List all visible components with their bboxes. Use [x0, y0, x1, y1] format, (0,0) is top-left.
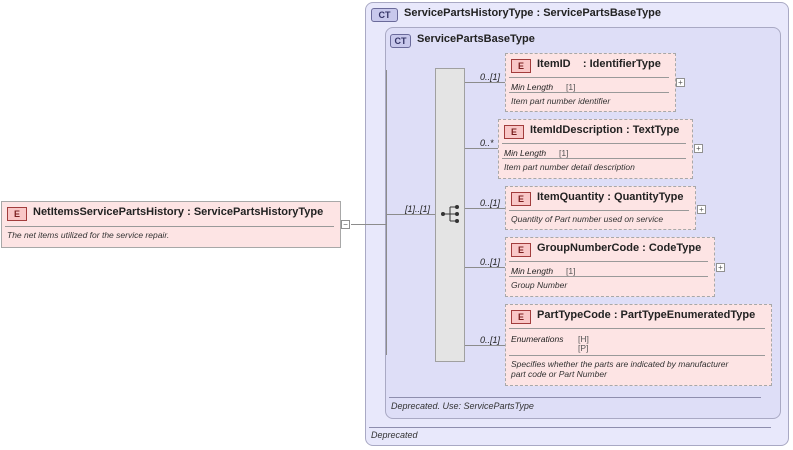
- root-element-divider: [5, 226, 334, 227]
- enumeration-value: [H]: [578, 334, 589, 344]
- element-divider: [509, 210, 689, 211]
- child-element-title: ItemID : IdentifierType: [537, 58, 661, 70]
- child-annotation: Quantity of Part number used on service: [511, 214, 664, 224]
- facet-label: Min Length: [504, 148, 547, 158]
- child-cardinality: 0..[1]: [480, 335, 501, 345]
- complex-type-badge: CT: [371, 8, 398, 22]
- element-divider: [509, 355, 765, 356]
- facet-label: Enumerations: [511, 334, 564, 344]
- child-element-item-id-description[interactable]: [498, 119, 693, 179]
- facet-value: [1]: [566, 266, 576, 276]
- root-element-annotation: The net items utilized for the service r…: [7, 230, 170, 240]
- connector-line: [465, 208, 505, 209]
- element-badge: E: [511, 243, 531, 257]
- inner-footer-text: Deprecated. Use: ServicePartsType: [391, 401, 534, 411]
- child-element-group-number-code[interactable]: [505, 237, 715, 297]
- child-annotation-line: Specifies whether the parts are indicate…: [511, 359, 729, 369]
- expand-toggle-icon[interactable]: +: [676, 78, 685, 87]
- connector-line: [465, 267, 505, 268]
- element-divider: [509, 261, 708, 262]
- element-badge: E: [511, 59, 531, 73]
- collapse-toggle-icon[interactable]: −: [341, 220, 350, 229]
- expand-toggle-icon[interactable]: +: [694, 144, 703, 153]
- element-badge: E: [504, 125, 524, 139]
- inner-type-badge: CT: [390, 34, 411, 48]
- connector-line: [465, 82, 505, 83]
- element-divider: [509, 92, 669, 93]
- facet-value: [1]: [559, 148, 569, 158]
- facet-label: Min Length: [511, 82, 554, 92]
- root-element-title: NetItemsServicePartsHistory : ServicePar…: [33, 206, 324, 218]
- child-element-item-id[interactable]: [505, 53, 676, 112]
- inner-footer-divider: [389, 397, 761, 398]
- connector-line: [351, 224, 386, 225]
- child-element-title: ItemQuantity : QuantityType: [537, 191, 684, 203]
- child-cardinality: 0..[1]: [480, 257, 501, 267]
- child-annotation: Item part number detail description: [504, 162, 635, 172]
- connector-line: [386, 70, 387, 355]
- child-element-title: GroupNumberCode : CodeType: [537, 242, 702, 254]
- element-divider: [509, 77, 669, 78]
- enumeration-value: [P]: [578, 343, 589, 353]
- element-divider: [509, 328, 765, 329]
- facet-label: Min Length: [511, 266, 554, 276]
- child-cardinality: 0..[1]: [480, 72, 501, 82]
- root-cardinality: [1]..[1]: [405, 204, 431, 214]
- child-element-title: ItemIdDescription : TextType: [530, 124, 680, 136]
- element-badge: E: [7, 207, 27, 221]
- outer-footer-text: Deprecated: [371, 430, 418, 440]
- child-element-title: PartTypeCode : PartTypeEnumeratedType: [537, 309, 756, 321]
- connector-line: [465, 148, 498, 149]
- child-cardinality: 0..[1]: [480, 198, 501, 208]
- inner-type-title: ServicePartsBaseType: [417, 33, 535, 45]
- element-divider: [509, 276, 708, 277]
- facet-value: [1]: [566, 82, 576, 92]
- child-annotation: Group Number: [511, 280, 568, 290]
- element-divider: [502, 158, 686, 159]
- expand-toggle-icon[interactable]: +: [716, 263, 725, 272]
- child-annotation-line: part code or Part Number: [511, 369, 607, 379]
- child-element-item-quantity[interactable]: [505, 186, 696, 230]
- sequence-icon: [441, 205, 459, 223]
- connector-line: [465, 345, 505, 346]
- element-badge: E: [511, 310, 531, 324]
- expand-toggle-icon[interactable]: +: [697, 205, 706, 214]
- child-element-part-type-code[interactable]: [505, 304, 772, 386]
- element-badge: E: [511, 192, 531, 206]
- outer-footer-divider: [369, 427, 771, 428]
- connector-line: [386, 214, 435, 215]
- element-divider: [502, 143, 686, 144]
- child-cardinality: 0..*: [480, 138, 494, 148]
- complex-type-title: ServicePartsHistoryType : ServicePartsBa…: [404, 7, 662, 19]
- root-element-box[interactable]: [1, 201, 341, 248]
- child-annotation: Item part number identifier: [511, 96, 611, 106]
